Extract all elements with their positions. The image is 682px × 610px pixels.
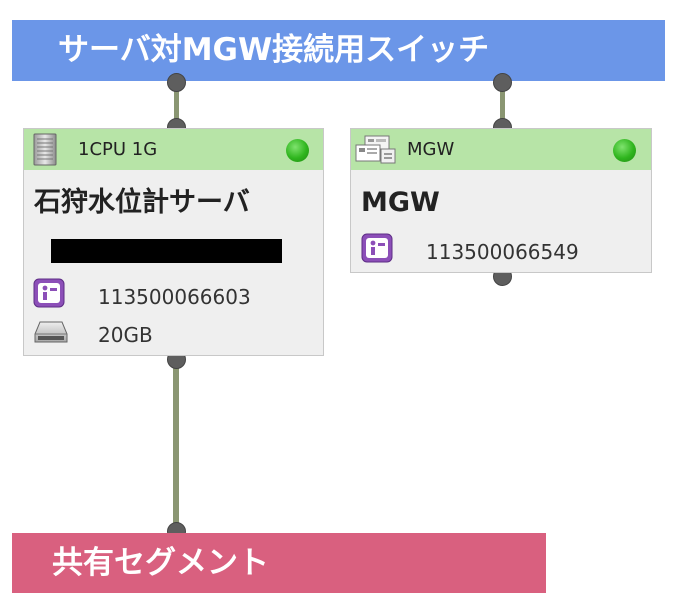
server-id: 113500066603 [98, 285, 251, 309]
redacted-field [51, 239, 282, 263]
mgw-name: MGW [361, 187, 440, 218]
port-switch-mgw[interactable] [493, 73, 512, 92]
server-name: 石狩水位計サーバ [34, 187, 250, 218]
mgw-card[interactable]: MGW MGW 113500066549 [350, 128, 652, 273]
port-switch-server[interactable] [167, 73, 186, 92]
segment-title: 共有セグメント [52, 545, 269, 581]
segment-bar[interactable]: 共有セグメント [12, 533, 546, 593]
switch-bar[interactable]: サーバ対MGW接続用スイッチ [12, 20, 665, 81]
gateway-icon [355, 135, 397, 169]
server-icon [32, 133, 58, 170]
connector-switch-mgw [500, 82, 505, 128]
server-status-indicator [286, 139, 309, 162]
mgw-status-indicator [613, 139, 636, 162]
connector-switch-server [174, 82, 179, 128]
mgw-spec: MGW [407, 139, 455, 160]
mgw-card-header: MGW [351, 129, 651, 170]
switch-title: サーバ対MGW接続用スイッチ [58, 32, 490, 68]
connector-server-segment [173, 360, 179, 532]
server-disk-size: 20GB [98, 323, 153, 347]
server-card[interactable]: 1CPU 1G 石狩水位計サーバ 113500066603 [23, 128, 324, 356]
server-spec: 1CPU 1G [78, 139, 158, 160]
server-card-header: 1CPU 1G [24, 129, 323, 170]
info-id-icon [361, 233, 393, 267]
info-id-icon [33, 278, 65, 312]
mgw-id: 113500066549 [426, 240, 579, 264]
disk-icon [34, 320, 68, 348]
